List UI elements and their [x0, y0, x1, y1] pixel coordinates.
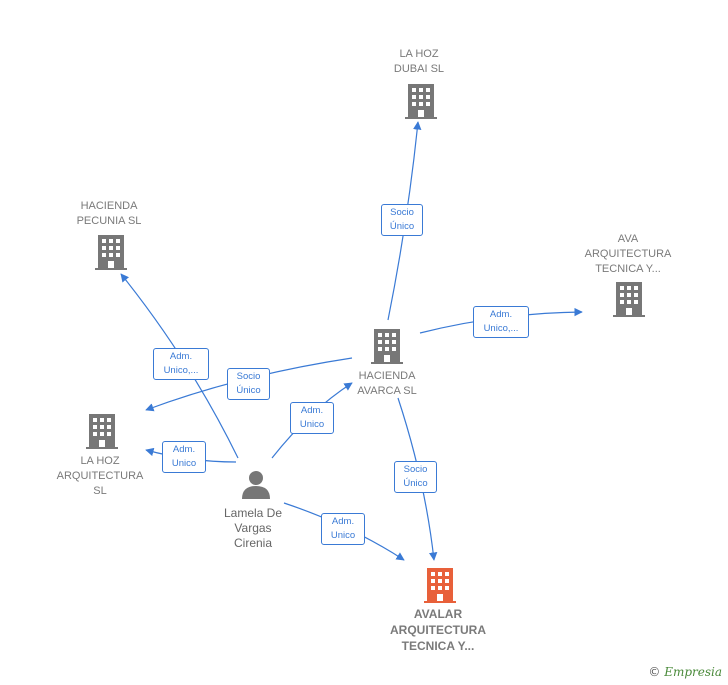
building-icon[interactable] — [405, 84, 437, 119]
node-label-avalar[interactable]: AVALAR ARQUITECTURA TECNICA Y... — [390, 607, 486, 653]
edge-label-lamela-lahozarq[interactable]: Adm. Unico — [162, 441, 206, 473]
edge-label-lamela-avalar[interactable]: Adm. Unico — [321, 513, 365, 545]
edge-label-avarca-lahozarq[interactable]: Socio Único — [227, 368, 270, 400]
node-label-lamela[interactable]: Lamela De Vargas Cirenia — [223, 506, 283, 550]
copyright-icon: © — [648, 665, 661, 679]
building-icon[interactable] — [371, 329, 403, 364]
person-icon[interactable] — [242, 471, 270, 499]
building-icon[interactable] — [613, 282, 645, 317]
building-icon[interactable] — [95, 235, 127, 270]
edge-label-lamela-avarca[interactable]: Adm. Unico — [290, 402, 334, 434]
building-icon[interactable] — [424, 568, 456, 603]
edge-label-lamela-pecunia[interactable]: Adm. Unico,... — [153, 348, 209, 380]
building-icon[interactable] — [86, 414, 118, 449]
node-label-lahoz-arquitectura[interactable]: LA HOZ ARQUITECTURA SL — [56, 455, 144, 497]
brand-watermark: © Empresia — [648, 665, 722, 679]
edge-label-avarca-avalar[interactable]: Socio Único — [394, 461, 437, 493]
node-label-ava-arquitectura[interactable]: AVA ARQUITECTURA TECNICA Y... — [584, 233, 672, 275]
edge-label-avarca-ava[interactable]: Adm. Unico,... — [473, 306, 529, 338]
edge-label-avarca-dubai[interactable]: Socio Único — [381, 204, 423, 236]
brand-name: Empresia — [664, 665, 722, 679]
node-label-hacienda-avarca[interactable]: HACIENDA AVARCA SL — [357, 370, 417, 397]
node-label-hacienda-pecunia[interactable]: HACIENDA PECUNIA SL — [76, 200, 142, 227]
node-label-lahoz-dubai[interactable]: LA HOZ DUBAI SL — [393, 48, 445, 75]
